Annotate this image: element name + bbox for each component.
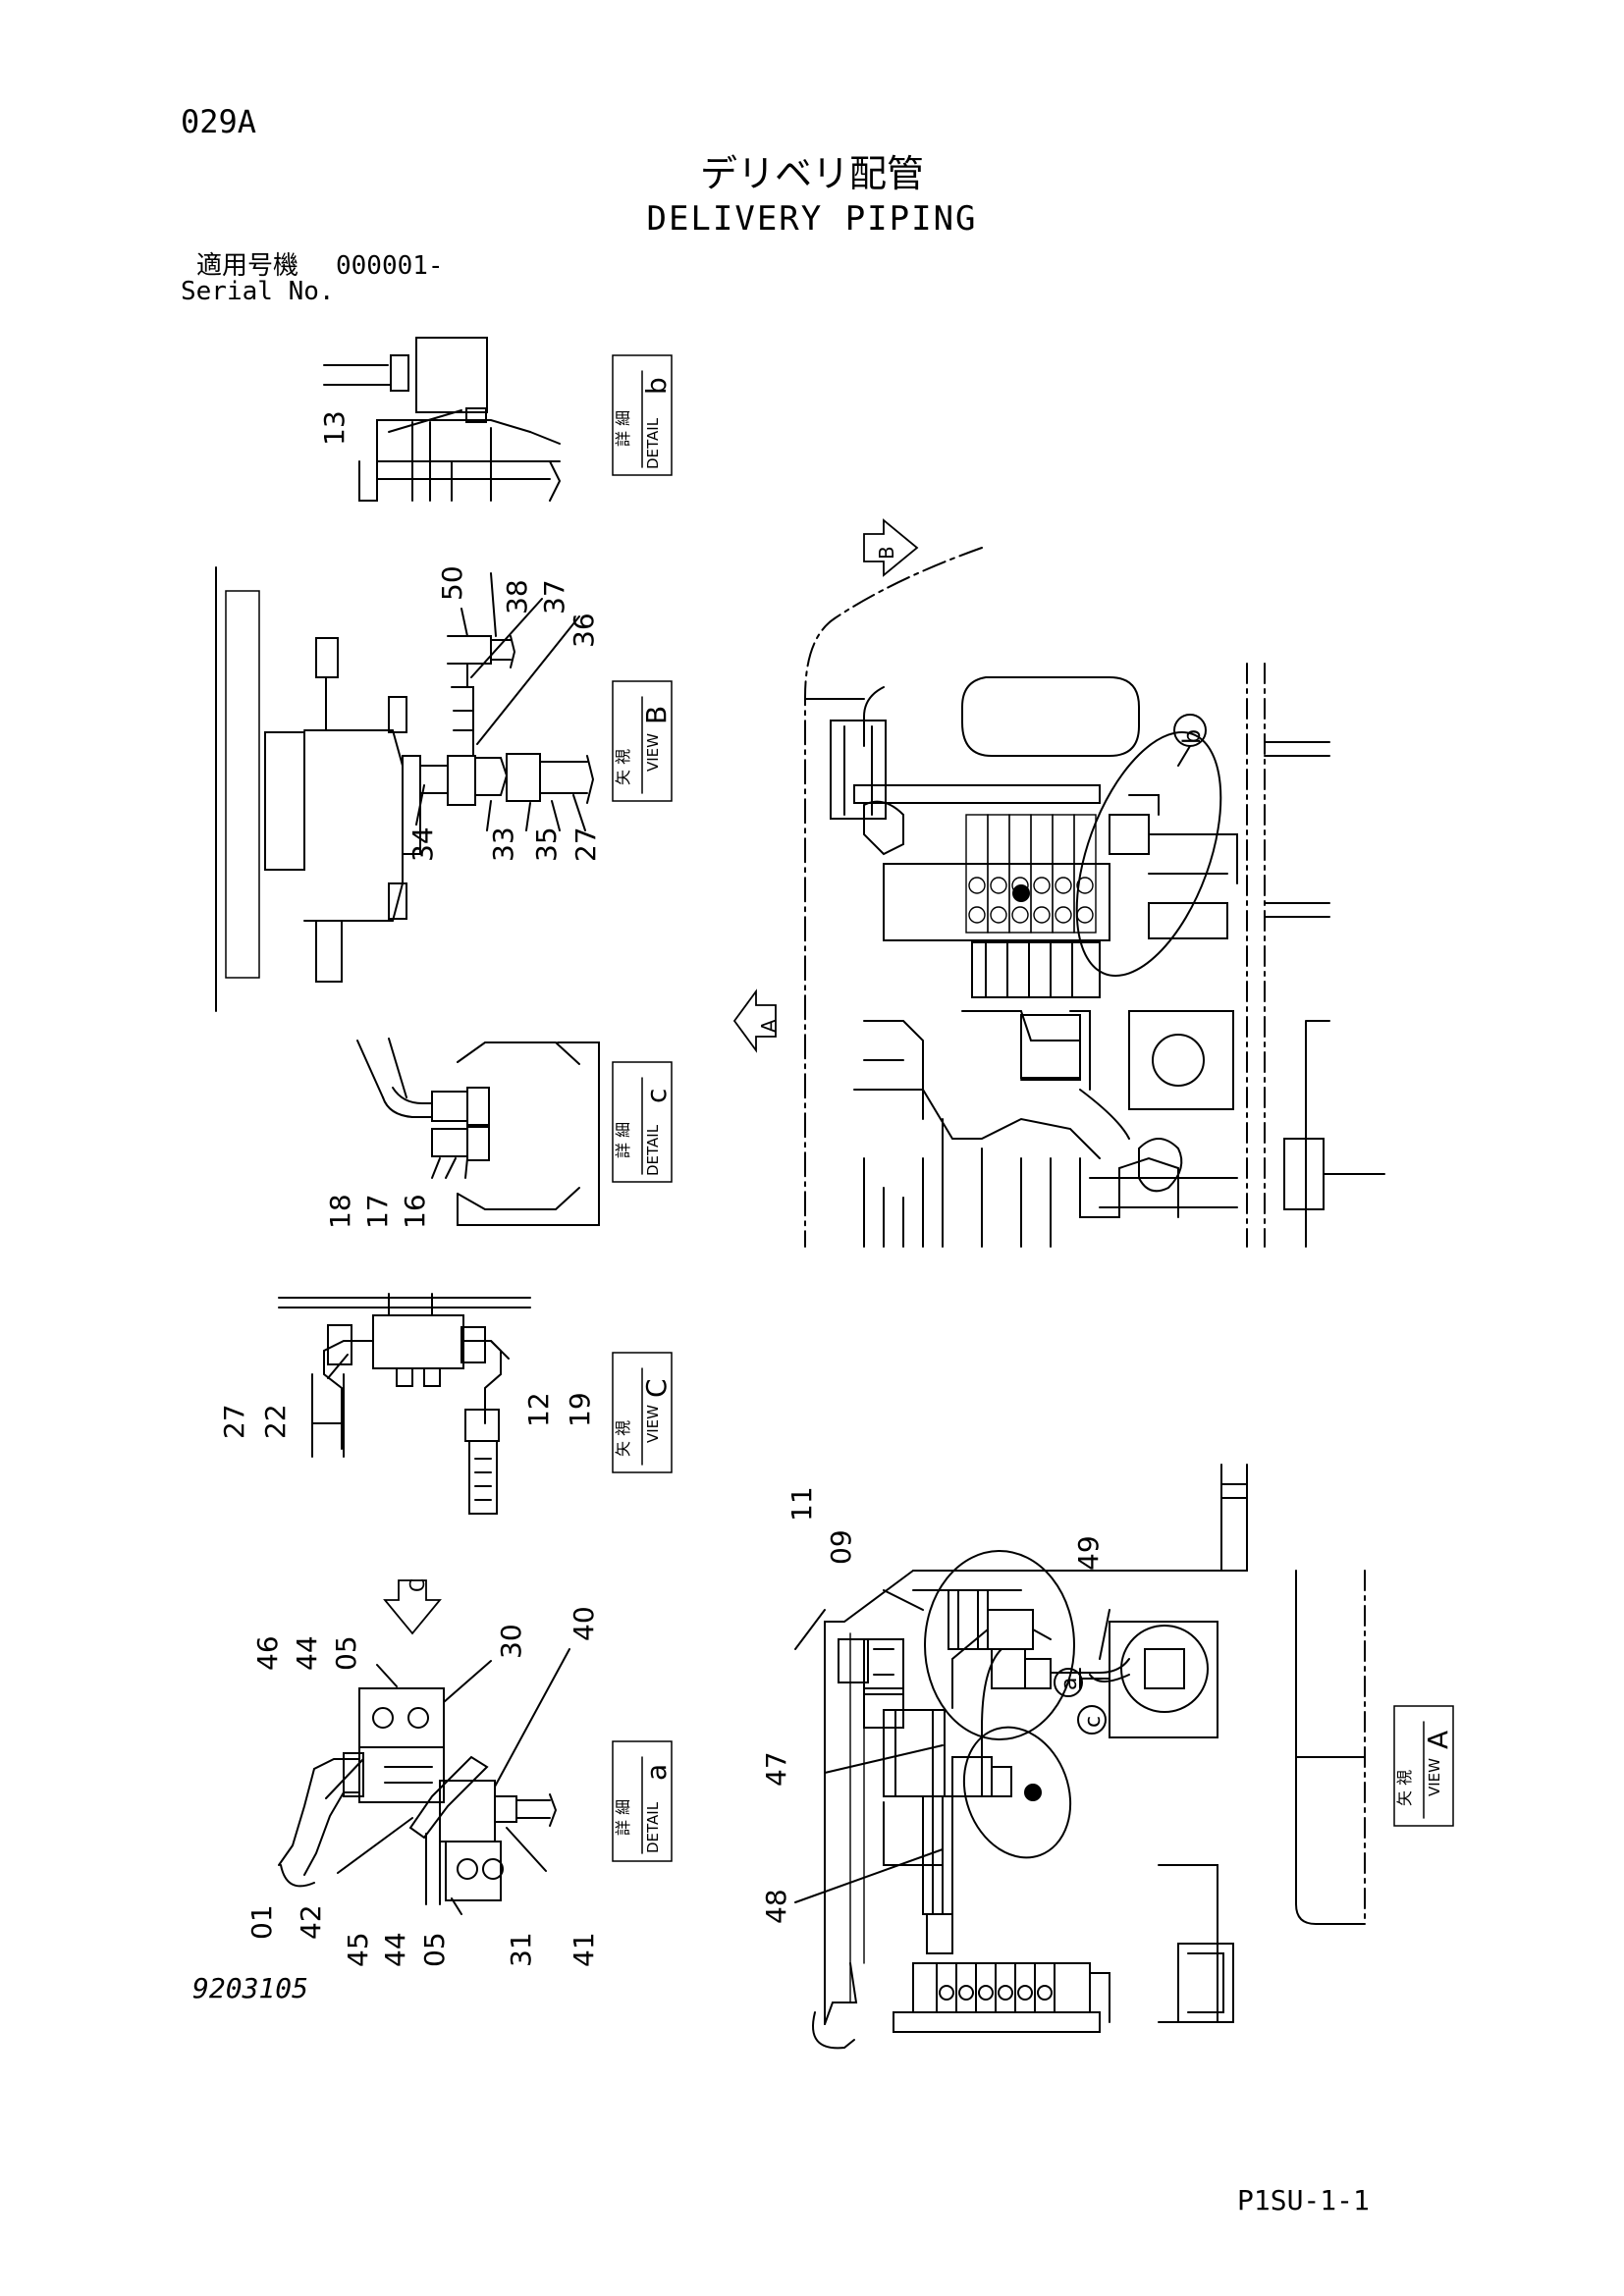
part-number: 19 — [564, 1392, 596, 1427]
drawing-number: 9203105 — [192, 1972, 309, 2004]
detail-marker-b: b — [1178, 729, 1206, 744]
detail-c-drawing — [356, 1038, 600, 1226]
part-number: 11 — [785, 1486, 818, 1522]
view-label-en: VIEW — [644, 1405, 662, 1443]
detail-a-drawing — [278, 1648, 570, 1915]
detail-marker-c: c — [1081, 1716, 1106, 1728]
view-c-arrow: C — [383, 1578, 442, 1635]
part-number: 42 — [295, 1904, 327, 1940]
view-b-arrow: B — [863, 518, 919, 577]
part-number: 38 — [501, 579, 533, 614]
part-number: 37 — [538, 579, 570, 614]
serial-value: 000001- — [336, 251, 444, 281]
part-number: 36 — [568, 613, 600, 648]
part-number: 47 — [760, 1751, 792, 1787]
part-number: 22 — [259, 1404, 292, 1439]
page-title-jp: デリベリ配管 — [699, 152, 924, 195]
view-a-part-numbers: 11 09 49 47 48 — [760, 1486, 1105, 1924]
serial-label-jp: 適用号機 — [196, 251, 299, 281]
view-label-jp: 矢 視 — [614, 1420, 632, 1457]
arrow-letter: B — [875, 546, 898, 560]
part-number: 34 — [406, 827, 439, 862]
view-letter: a — [640, 1764, 673, 1781]
part-number: 09 — [825, 1529, 857, 1565]
part-number: 41 — [568, 1932, 600, 1967]
part-number: 05 — [418, 1932, 451, 1967]
view-b-label: 矢 視 VIEW B — [612, 680, 673, 802]
view-label-jp: 詳 細 — [614, 1799, 632, 1836]
page-reference: P1SU-1-1 — [1237, 2184, 1370, 2216]
view-a-arrow: A — [732, 988, 781, 1053]
arrow-letter: C — [406, 1578, 429, 1592]
view-letter: c — [640, 1089, 673, 1103]
view-c-part-numbers: 27 22 12 19 — [218, 1392, 596, 1439]
part-number: 18 — [324, 1194, 356, 1229]
part-number: 40 — [568, 1606, 600, 1641]
view-letter: b — [640, 377, 673, 395]
view-letter: B — [640, 706, 673, 724]
view-label-jp: 詳 細 — [614, 1122, 632, 1158]
detail-c-part-numbers: 18 17 16 — [324, 1194, 431, 1229]
view-letter: C — [640, 1378, 673, 1398]
part-number: 27 — [218, 1404, 250, 1439]
page-title-en: DELIVERY PIPING — [646, 199, 978, 239]
view-a-drawing — [794, 1464, 1366, 2050]
part-number: 05 — [330, 1635, 362, 1671]
part-number: 01 — [245, 1904, 278, 1940]
view-label-jp: 矢 視 — [1395, 1770, 1414, 1806]
view-label-en: DETAIL — [644, 1801, 662, 1853]
view-b-part-numbers: 50 38 37 36 34 33 35 27 — [406, 565, 602, 862]
part-number: 48 — [760, 1889, 792, 1924]
main-top-drawing — [804, 547, 1385, 1248]
view-label-en: VIEW — [644, 733, 662, 772]
part-number: 30 — [495, 1624, 527, 1659]
view-letter: A — [1422, 1731, 1454, 1749]
part-number: 35 — [530, 827, 563, 862]
view-b-drawing — [215, 566, 595, 1012]
detail-a-label: 詳 細 DETAIL a — [612, 1740, 673, 1862]
detail-b-drawing — [323, 337, 562, 502]
detail-c-label: 詳 細 DETAIL c — [612, 1061, 673, 1183]
view-label-jp: 矢 視 — [614, 749, 632, 785]
part-number: 13 — [318, 410, 351, 446]
view-c-drawing — [278, 1293, 531, 1515]
part-number: 44 — [379, 1932, 411, 1967]
detail-b-label: 詳 細 DETAIL b — [612, 354, 673, 476]
view-label-en: DETAIL — [644, 417, 662, 469]
arrow-letter: A — [757, 1019, 781, 1033]
view-c-label: 矢 視 VIEW C — [612, 1352, 673, 1473]
detail-marker-a: a — [1057, 1678, 1082, 1690]
part-number: 44 — [291, 1635, 323, 1671]
part-number: 16 — [399, 1194, 431, 1229]
view-label-en: VIEW — [1426, 1758, 1443, 1796]
part-number: 49 — [1072, 1535, 1105, 1571]
part-number: 27 — [569, 827, 602, 862]
part-number: 46 — [251, 1635, 284, 1671]
part-number: 33 — [487, 827, 519, 862]
view-label-jp: 詳 細 — [614, 410, 632, 447]
part-number: 12 — [522, 1392, 555, 1427]
part-number: 45 — [342, 1932, 374, 1967]
detail-a-part-numbers: 46 44 05 30 40 01 42 45 44 05 31 41 — [245, 1606, 600, 1967]
page-code: 029A — [181, 103, 257, 140]
view-a-label: 矢 視 VIEW A — [1393, 1705, 1454, 1827]
part-number: 31 — [505, 1932, 537, 1967]
serial-label-en: Serial No. — [181, 277, 335, 306]
view-label-en: DETAIL — [644, 1124, 662, 1176]
part-number: 50 — [436, 565, 468, 601]
part-number: 17 — [361, 1194, 394, 1229]
